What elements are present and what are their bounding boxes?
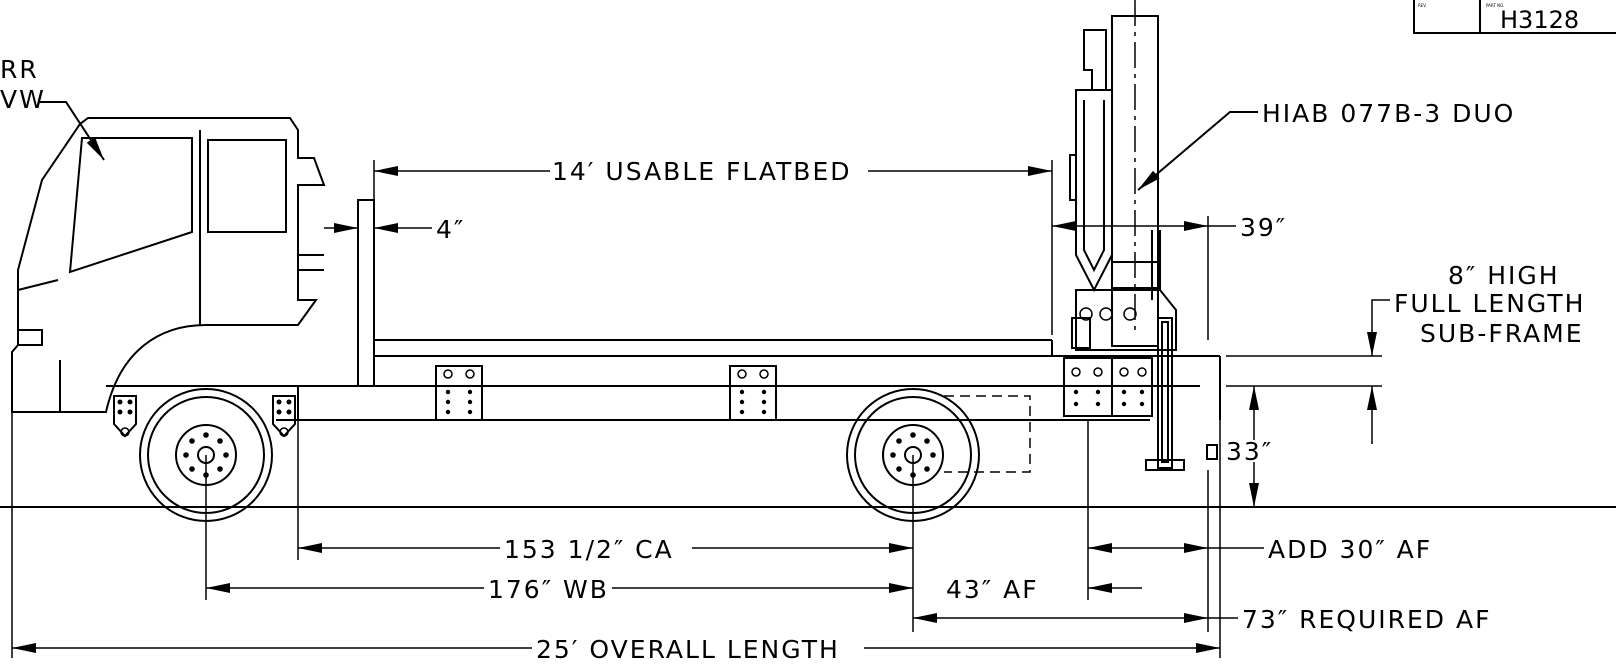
mount-plate: [435, 365, 483, 421]
part-no-label: PART NO.: [1486, 3, 1504, 8]
crane-leader: [1137, 111, 1258, 191]
crane-base-label: 39″: [1240, 213, 1287, 242]
required-af-label: 73″ REQUIRED AF: [1242, 605, 1491, 634]
flatbed-label: 14′ USABLE FLATBED: [552, 157, 852, 186]
flatbed: [357, 199, 1220, 387]
overall-length-label: 25′ OVERALL LENGTH: [536, 635, 840, 664]
rear-bumper: [1206, 356, 1221, 460]
truck-leader: [38, 101, 105, 161]
mount-plate: [729, 365, 777, 421]
crane-model-label: HIAB 077B-3 DUO: [1262, 99, 1515, 128]
wheel-well-outline: [944, 395, 1031, 473]
add-af-label: ADD 30″ AF: [1268, 535, 1432, 564]
truck-cab: [11, 117, 326, 413]
title-block: REV. PART NO. H3128: [1413, 0, 1616, 34]
crane-mount-plates: [1063, 357, 1153, 417]
spring-hanger: [272, 395, 296, 438]
part-number: H3128: [1500, 6, 1579, 34]
wheelbase-label: 176″ WB: [488, 575, 609, 604]
headboard-gap-label: 4″: [436, 215, 465, 244]
truck-label-bottom: VW: [0, 85, 46, 114]
truck-label-top: RR: [0, 55, 39, 84]
af-label: 43″ AF: [946, 575, 1039, 604]
spring-hanger: [113, 395, 137, 438]
rev-label: REV.: [1418, 3, 1427, 8]
subframe-label-3: SUB-FRAME: [1420, 319, 1584, 348]
subframe-label-2: FULL LENGTH: [1394, 289, 1585, 318]
chassis-frame: [106, 385, 1200, 421]
subframe-label-1: 8″ HIGH: [1448, 261, 1560, 290]
hiab-crane: [1069, 0, 1185, 471]
frame-height-label: 33″: [1226, 437, 1273, 466]
cab-to-axle-label: 153 1/2″ CA: [504, 535, 674, 564]
